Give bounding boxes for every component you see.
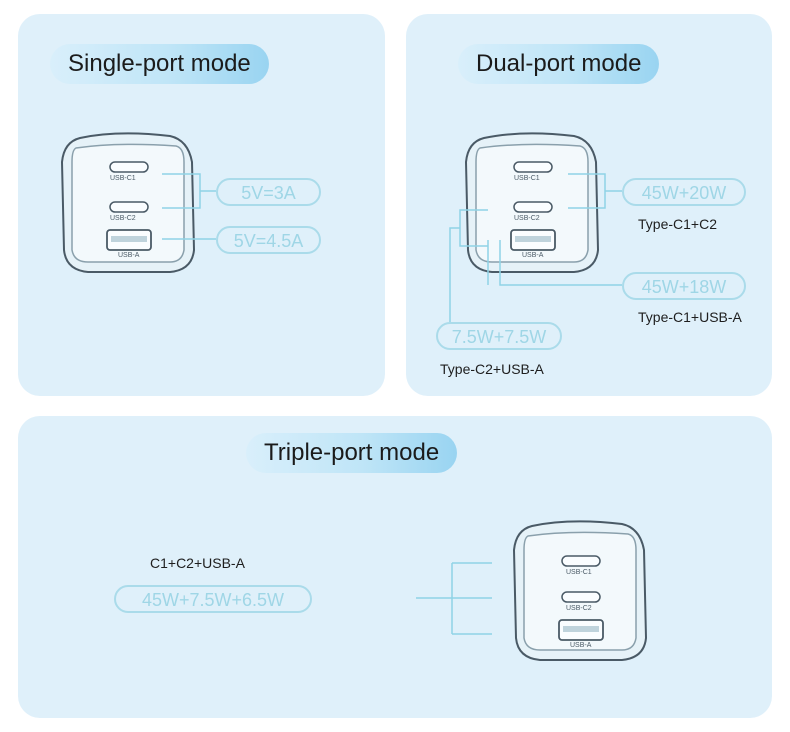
dual-pill-c1-c2: 45W+20W (622, 178, 746, 206)
charger-single: USB-C1 USB-C2 USB-A (58, 132, 198, 274)
port-label-a: USB-A (118, 252, 140, 259)
triple-port-title: Triple-port mode (246, 433, 458, 473)
port-label-a: USB-A (522, 252, 544, 259)
charger-triple-drawing (512, 520, 648, 661)
dual-port-title: Dual-port mode (458, 44, 660, 84)
port-label-c1: USB-C1 (566, 569, 592, 576)
port-label-c1: USB-C1 (514, 175, 540, 182)
triple-pill: 45W+7.5W+6.5W (114, 585, 312, 613)
charger-single-drawing (60, 132, 196, 273)
charger-triple: USB-C1 USB-C2 USB-A (510, 520, 650, 662)
dual-caption-c1-a: Type-C1+USB-A (638, 309, 742, 325)
dual-caption-c1-c2: Type-C1+C2 (638, 216, 717, 232)
dual-pill-c2-a: 7.5W+7.5W (436, 322, 562, 350)
single-port-title: Single-port mode (50, 44, 269, 84)
charger-dual-drawing (464, 132, 600, 273)
dual-caption-c2-a: Type-C2+USB-A (440, 361, 544, 377)
port-label-c2: USB-C2 (110, 215, 136, 222)
dual-pill-c1-a: 45W+18W (622, 272, 746, 300)
single-pill-usb-a: 5V=4.5A (216, 226, 321, 254)
port-label-c2: USB-C2 (566, 605, 592, 612)
single-pill-usb-c: 5V=3A (216, 178, 321, 206)
port-label-c1: USB-C1 (110, 175, 136, 182)
triple-caption: C1+C2+USB-A (150, 555, 245, 571)
port-label-c2: USB-C2 (514, 215, 540, 222)
port-label-a: USB-A (570, 642, 592, 649)
charger-dual: USB-C1 USB-C2 USB-A (462, 132, 602, 274)
